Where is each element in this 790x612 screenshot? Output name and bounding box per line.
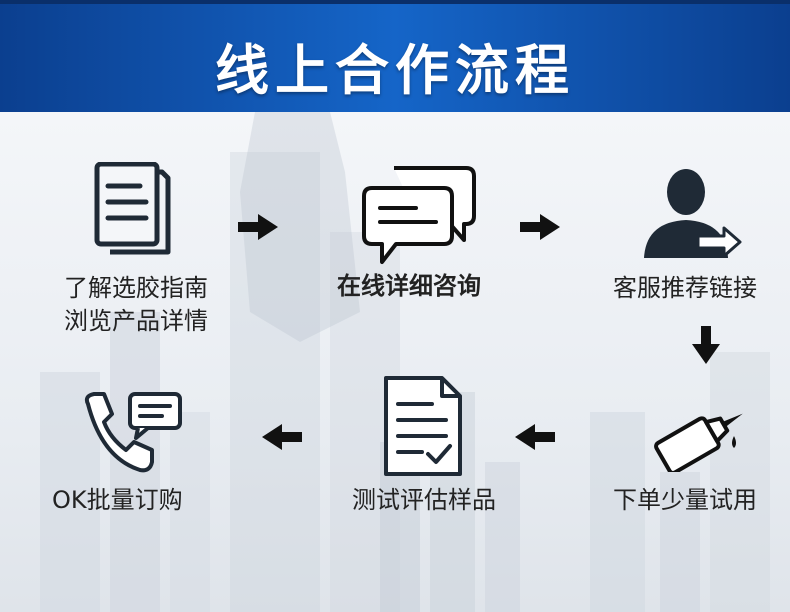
document-stack-icon (94, 162, 171, 255)
arrow-down-icon (692, 326, 720, 364)
step-5-label: 测试评估样品 (352, 486, 496, 514)
arrow-right-icon (520, 214, 560, 240)
arrow-left-icon (262, 424, 302, 450)
checked-document-icon (384, 376, 462, 476)
step-1-label-line2: 浏览产品详情 (64, 307, 208, 335)
arrow-left-icon (515, 424, 555, 450)
phone-message-icon (84, 392, 182, 473)
step-4-label: 下单少量试用 (613, 486, 757, 514)
page-title: 线上合作流程 (215, 39, 575, 102)
chat-bubbles-icon (362, 166, 476, 264)
glue-bottle-icon (654, 413, 743, 472)
step-2-label: 在线详细咨询 (337, 272, 481, 300)
arrow-right-icon (238, 214, 278, 240)
customer-service-person-icon (644, 169, 742, 258)
background-cityscape: 了解选胶指南 浏览产品详情 在线详细咨询 客服推荐链接 (0, 112, 790, 612)
step-1-label-line1: 了解选胶指南 (64, 274, 208, 302)
header-banner: 线上合作流程 (0, 0, 790, 112)
step-6-label: OK批量订购 (52, 486, 183, 514)
step-3-label: 客服推荐链接 (613, 274, 757, 302)
